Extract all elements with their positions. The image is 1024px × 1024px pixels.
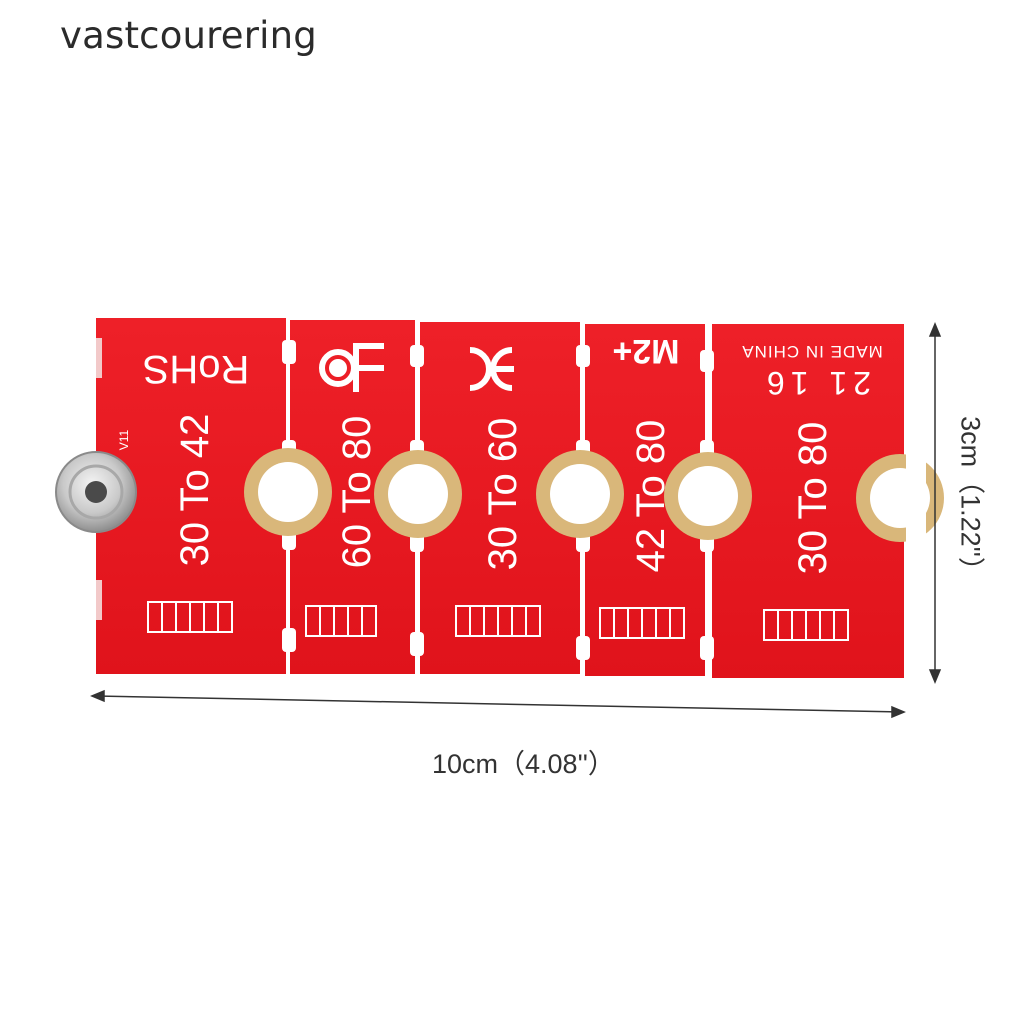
height-dimension-label: 3cm（1.22''） xyxy=(955,416,986,584)
width-dimension-label: 10cm（4.08''） xyxy=(432,749,615,779)
width-dimension-arrow xyxy=(90,689,906,719)
brand-watermark: vastcourering xyxy=(60,14,317,57)
fc-mark-icon xyxy=(319,343,384,392)
checkbox-rows xyxy=(147,601,849,641)
date-code: 21 16 xyxy=(761,365,871,401)
segment-label-5: 30 To 80 xyxy=(791,422,835,575)
checkbox-row xyxy=(305,605,377,637)
height-dimension-arrow xyxy=(928,322,942,684)
mounting-pads xyxy=(244,440,944,560)
segment-label-3: 30 To 60 xyxy=(481,418,525,571)
ce-mark-icon xyxy=(469,347,514,391)
segment-label-2: 60 To 80 xyxy=(335,416,379,569)
made-in-mark: MADE IN CHINA xyxy=(741,342,882,361)
version-label: V11 xyxy=(117,429,131,450)
perforation-edge xyxy=(96,338,102,620)
segment-label-1: 30 To 42 xyxy=(173,414,217,567)
rohs-mark: RoHS xyxy=(143,347,250,391)
segment-label-4: 42 To 80 xyxy=(629,420,673,573)
standoff-screw-icon xyxy=(55,451,137,533)
m2-plus-mark: M2+ xyxy=(612,332,679,370)
